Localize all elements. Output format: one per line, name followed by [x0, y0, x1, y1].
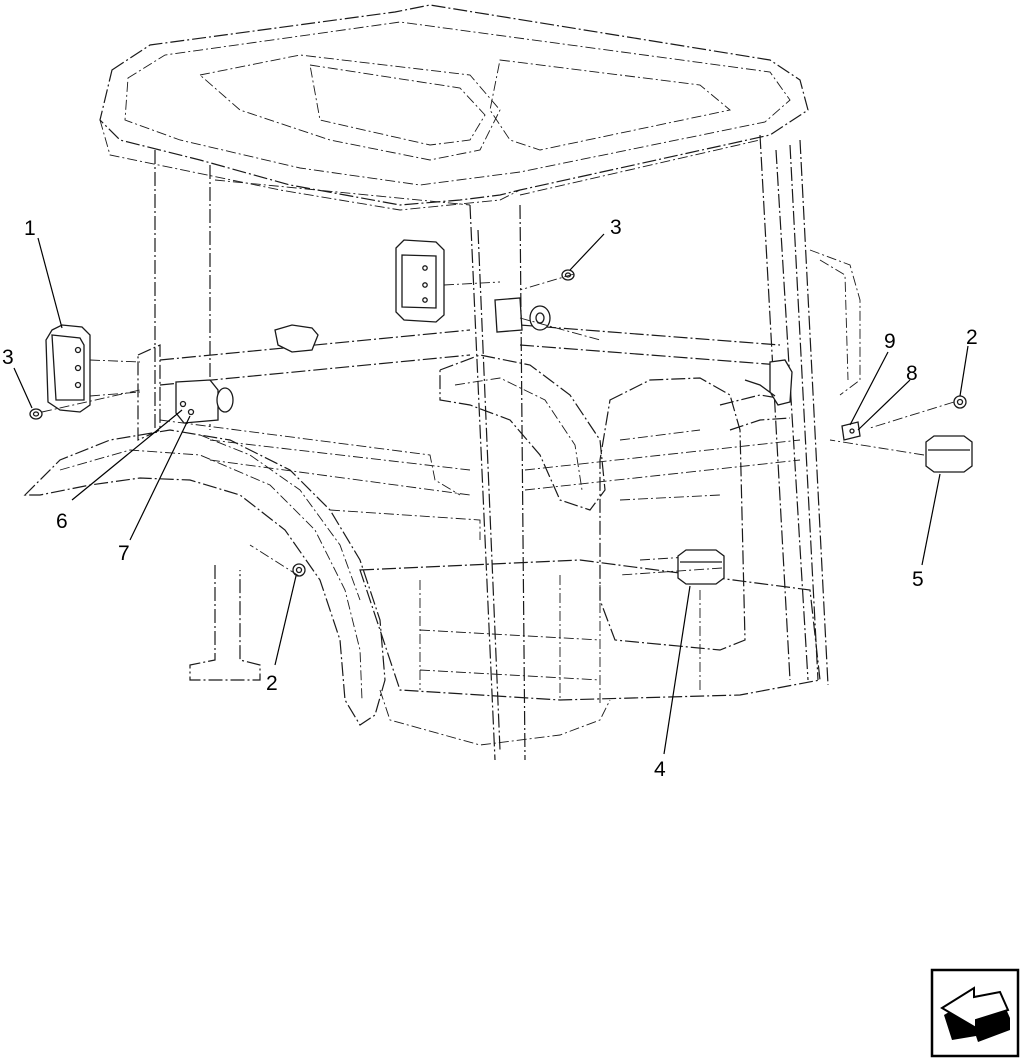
callout-9: 9	[884, 330, 896, 353]
assembly-centerlines	[41, 273, 955, 577]
door-handle-right	[744, 359, 793, 406]
rear-sill	[159, 419, 481, 540]
left-support-leg	[189, 565, 261, 681]
roof-rear-beam	[214, 139, 761, 206]
previous-page-arrow-icon[interactable]	[930, 968, 1020, 1058]
cab-structure	[23, 4, 861, 761]
rear-upright-plate	[137, 344, 161, 441]
post-right	[759, 134, 829, 686]
left-fender	[23, 429, 386, 726]
callout-labels: 1 3 6 7 2 3 9 8 2 5 4	[2, 216, 978, 781]
marker-lamp-right	[925, 435, 973, 473]
grommet-right	[953, 395, 967, 409]
lamp-bracket-left	[175, 379, 234, 424]
left-fender-inner	[59, 449, 363, 701]
leader-7	[129, 415, 191, 541]
bracket-screw-right	[841, 421, 861, 441]
leader-2-left	[274, 575, 297, 666]
parts	[29, 239, 973, 585]
leader-3-left	[13, 367, 33, 409]
fender-rim	[199, 434, 361, 601]
leader-9	[849, 351, 889, 426]
callout-5: 5	[912, 568, 924, 591]
floor-step	[379, 689, 611, 746]
grommet-lower-left	[292, 563, 306, 577]
cab-floor	[359, 559, 821, 701]
callout-2-right: 2	[966, 326, 978, 349]
callout-leaders	[13, 233, 969, 755]
marker-lamp-center	[677, 549, 725, 585]
roof-hatch	[199, 54, 501, 161]
leader-5	[921, 473, 941, 566]
front-work-lamp-center	[395, 239, 445, 323]
floor-frame	[419, 575, 701, 705]
post-front-center	[469, 204, 526, 761]
roof-skylight	[489, 59, 732, 151]
door-handle-rear	[274, 324, 319, 353]
callout-6: 6	[56, 510, 68, 533]
callout-2-left: 2	[266, 672, 278, 695]
leader-2-right	[959, 345, 969, 397]
callout-4: 4	[654, 758, 666, 781]
roof-hatch-inner	[309, 64, 486, 146]
right-wheel-arch	[439, 354, 606, 511]
right-console-detail	[619, 429, 721, 561]
callout-3-left: 3	[2, 346, 14, 369]
leader-1	[37, 237, 63, 329]
leader-8	[857, 379, 911, 431]
leader-6	[71, 409, 183, 501]
upper-cross-beam	[159, 324, 781, 386]
roof-inner-edge	[124, 21, 791, 186]
callout-7: 7	[118, 542, 130, 565]
nut-left	[29, 408, 43, 420]
leader-4	[663, 585, 691, 755]
callout-3-center: 3	[610, 216, 622, 239]
right-wheel-arch-inner	[454, 377, 583, 491]
lamp-bracket-center	[494, 297, 551, 333]
roof-front-lip	[99, 119, 521, 211]
lower-cross-beam	[209, 439, 801, 496]
post-right-bend	[809, 249, 861, 396]
right-console	[599, 377, 746, 651]
callout-1: 1	[24, 217, 36, 240]
callout-8: 8	[906, 362, 918, 385]
leader-3-center	[569, 233, 605, 271]
rear-work-lamp-left	[45, 324, 91, 413]
